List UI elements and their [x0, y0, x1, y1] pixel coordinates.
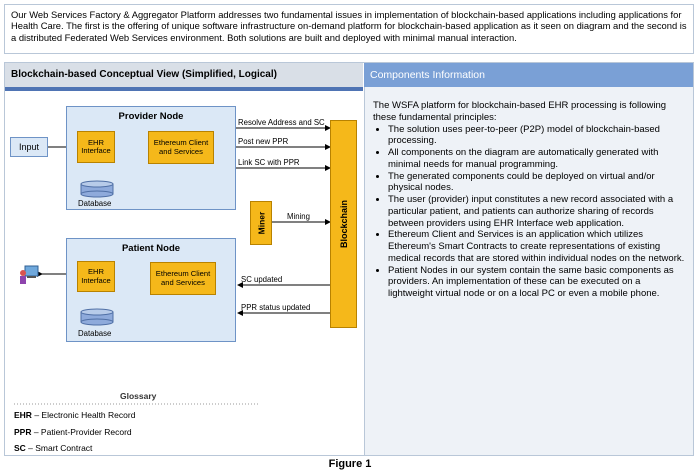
provider-ethereum-client: Ethereum Client and Services [148, 131, 214, 164]
principle-item: The solution uses peer-to-peer (P2P) mod… [388, 124, 685, 148]
glossary-item-sc: SC – Smart Contract [14, 443, 92, 453]
label-post: Post new PPR [238, 137, 289, 146]
patient-database-label: Database [78, 329, 112, 338]
principle-item: All components on the diagram are automa… [388, 147, 685, 171]
label-link: Link SC with PPR [238, 158, 300, 167]
right-panel-body [364, 87, 693, 455]
provider-database-label: Database [78, 199, 112, 208]
blockchain-bar [330, 120, 357, 328]
components-lead: The WSFA platform for blockchain-based E… [373, 100, 667, 123]
glossary-item-ehr: EHR – Electronic Health Record [14, 410, 135, 420]
glossary-def: – Smart Contract [25, 443, 93, 453]
miner-box [250, 201, 272, 245]
glossary-def: – Patient-Provider Record [31, 427, 132, 437]
glossary-title: Glossary [120, 391, 157, 401]
provider-database-icon [80, 180, 114, 198]
blockchain-label: Blockchain [338, 199, 349, 249]
label-ppr-updated: PPR status updated [241, 303, 311, 312]
label-mining: Mining [287, 212, 310, 221]
principle-item: The generated components could be deploy… [388, 171, 685, 195]
patient-ehr-interface: EHR Interface [77, 261, 115, 292]
label-resolve: Resolve Address and SC [238, 118, 325, 127]
provider-node-title: Provider Node [118, 111, 184, 122]
figure-caption: Figure 1 [328, 458, 372, 470]
figure-frame [4, 62, 694, 456]
patient-database-icon [80, 308, 114, 326]
principle-item: The user (provider) input constitutes a … [388, 194, 685, 229]
input-box: Input [10, 137, 48, 157]
user-computer-icon [20, 265, 39, 284]
label-sc-updated: SC updated [241, 275, 283, 284]
miner-label: Miner [256, 211, 267, 235]
glossary-term: EHR [14, 410, 32, 420]
principles-list: The solution uses peer-to-peer (P2P) mod… [373, 124, 685, 300]
right-panel-title: Components Information [364, 63, 693, 87]
glossary-term: SC [14, 443, 26, 453]
principle-item: Patient Nodes in our system contain the … [388, 265, 685, 300]
principle-item: Ethereum Client and Services is an appli… [388, 229, 685, 264]
glossary-item-ppr: PPR – Patient-Provider Record [14, 427, 132, 437]
patient-node-title: Patient Node [121, 243, 181, 254]
glossary-def: – Electronic Health Record [31, 410, 136, 420]
left-panel-title: Blockchain-based Conceptual View (Simpli… [5, 63, 363, 87]
provider-ehr-interface: EHR Interface [77, 131, 115, 163]
left-panel-divider [5, 87, 363, 91]
glossary-term: PPR [14, 427, 32, 437]
components-info: The WSFA platform for blockchain-based E… [373, 100, 685, 300]
intro-text: Our Web Services Factory & Aggregator Pl… [4, 4, 694, 54]
patient-ethereum-client: Ethereum Client and Services [150, 262, 216, 295]
